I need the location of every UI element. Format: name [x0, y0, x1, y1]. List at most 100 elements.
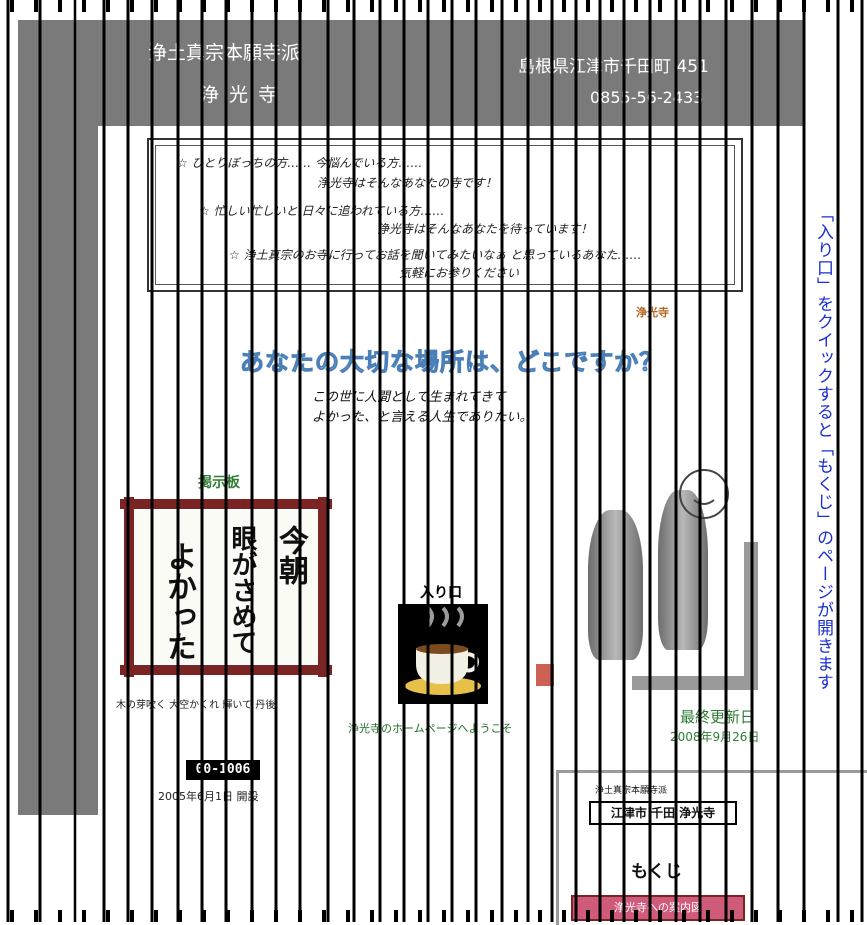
board-text: 眼がさめて [227, 525, 257, 655]
edge-tick [538, 910, 542, 922]
edge-tick [442, 0, 446, 12]
bracket-decoration [744, 542, 758, 690]
welcome-message-box: ☆ ひとりぼっちの方…… 今悩んでいる方…… 浄光寺はそんなあなたの寺です！ ☆… [147, 138, 743, 292]
temple-name: 浄 光 寺 [200, 84, 280, 106]
subtitle-line: この世に人間として生まれてきて [312, 390, 506, 405]
toc-title: もくじ [631, 862, 682, 882]
entrance-coffee-button[interactable] [398, 604, 488, 704]
edge-tick [130, 0, 134, 12]
edge-tick [346, 910, 350, 922]
headline: あなたの大切な場所は、どこですか？ [239, 348, 665, 377]
bracket-decoration [632, 676, 758, 690]
edge-tick [34, 910, 38, 922]
message-line: ☆ 浄土真宗のお寺に行ってお話を聞いてみたいなぁ と思っているあなた…… [229, 248, 642, 262]
edge-tick [418, 0, 422, 12]
edge-tick [178, 0, 182, 12]
edge-tick [442, 910, 446, 922]
board-caption: 木の芽吹く 大空かくれ 輝いて 丹後 [116, 700, 276, 711]
edge-tick [778, 0, 782, 12]
edge-tick [274, 0, 278, 12]
edge-tick [562, 0, 566, 12]
edge-tick [802, 0, 806, 12]
edge-tick [634, 0, 638, 12]
edge-tick [394, 0, 398, 12]
edge-tick [610, 0, 614, 12]
edge-tick [466, 0, 470, 12]
edge-tick [850, 0, 854, 12]
edge-tick [538, 0, 542, 12]
edge-tick [106, 0, 110, 12]
coffee-cup-icon [405, 606, 481, 695]
edge-tick [658, 0, 662, 12]
board-text: 今朝 [273, 525, 308, 585]
welcome-caption: 浄光寺のホームページへようこそ [348, 722, 513, 735]
edge-tick [298, 0, 302, 12]
edge-tick [250, 0, 254, 12]
edge-tick [730, 0, 734, 12]
edge-tick [826, 0, 830, 12]
visitor-counter: 00-1006 [186, 760, 260, 780]
edge-tick [10, 910, 14, 922]
edge-tick [754, 0, 758, 12]
edge-tick [154, 910, 158, 922]
edge-tick [322, 910, 326, 922]
edge-tick [586, 0, 590, 12]
edge-tick [106, 910, 110, 922]
edge-tick [226, 0, 230, 12]
entrance-link[interactable]: 入り口 [420, 585, 462, 601]
edge-tick [514, 910, 518, 922]
edge-tick [250, 910, 254, 922]
edge-tick [322, 0, 326, 12]
edge-tick [226, 910, 230, 922]
edge-tick [82, 910, 86, 922]
edge-tick [490, 0, 494, 12]
edge-tick [682, 0, 686, 12]
edge-tick [706, 0, 710, 12]
toc-location: 江津市 千田 浄光寺 [589, 801, 737, 825]
message-line: 気軽にお参りください [399, 266, 520, 280]
edge-tick [10, 0, 14, 12]
edge-tick [202, 910, 206, 922]
monk-sketch [578, 469, 738, 670]
edge-tick [298, 910, 302, 922]
toc-item[interactable]: 浄光寺への案内図 [571, 895, 745, 921]
sect-name: 浄土真宗本願寺派 [148, 42, 301, 64]
edge-tick [178, 910, 182, 922]
bulletin-board: 今朝 眼がさめて よかった [120, 497, 332, 677]
edge-tick [34, 0, 38, 12]
phone-number: 0855-56-2433 [590, 88, 704, 107]
edge-tick [370, 910, 374, 922]
signature: 浄光寺 [636, 306, 669, 319]
edge-tick [514, 0, 518, 12]
side-notch [836, 286, 867, 312]
bulletin-board-title: 掲示板 [198, 475, 240, 491]
counter-since: 2005年6月1日 開設 [158, 790, 259, 803]
board-text: よかった [161, 541, 196, 661]
edge-tick [370, 0, 374, 12]
toc-preview[interactable]: 浄土真宗本願寺派 江津市 千田 浄光寺 もくじ 浄光寺への案内図 [556, 770, 867, 925]
edge-tick [274, 910, 278, 922]
last-updated-label: 最終更新日 [680, 708, 756, 726]
edge-tick [202, 0, 206, 12]
side-caption: 「入り口」をクイックすると「もくじ」のページが開きます [813, 205, 833, 691]
edge-tick [58, 0, 62, 12]
edge-tick [82, 0, 86, 12]
message-line: ☆ ひとりぼっちの方…… 今悩んでいる方…… [177, 156, 423, 170]
edge-tick [58, 910, 62, 922]
header-banner [18, 20, 804, 126]
edge-tick [130, 910, 134, 922]
toc-sect: 浄土真宗本願寺派 [595, 786, 668, 796]
edge-tick [418, 910, 422, 922]
subtitle-line: よかった、と言える人生でありたい。 [312, 410, 533, 425]
edge-tick [490, 910, 494, 922]
message-line: 浄光寺はそんなあなたを待っています！ [377, 222, 593, 236]
address: 島根県江津市千田町 451 [518, 57, 709, 77]
message-line: 浄光寺はそんなあなたの寺です！ [317, 176, 498, 190]
edge-tick [394, 910, 398, 922]
edge-tick [154, 0, 158, 12]
left-frame-bar [18, 20, 98, 815]
edge-tick [466, 910, 470, 922]
last-updated-date: 2008年9月26日 [670, 730, 760, 744]
edge-tick [346, 0, 350, 12]
message-line: ☆ 忙しい忙しいと 日々に追われている方…… [199, 204, 445, 218]
